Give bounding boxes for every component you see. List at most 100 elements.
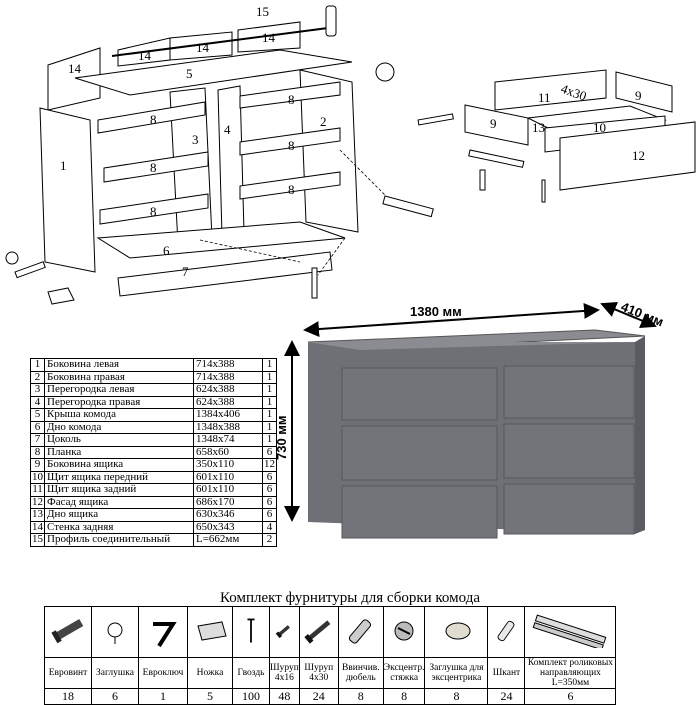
kit-label: Заглушка [91,657,139,689]
panel-top [74,49,353,96]
label-3: 3 [192,132,199,147]
drawer-label-9a: 9 [635,88,642,103]
drawer-side-right [615,71,673,113]
parts-cell-qty: 1 [262,383,277,397]
parts-cell-size: 1348х388 [193,420,263,434]
kit-icon-cell [232,606,270,658]
parts-cell-name: Боковина левая [44,358,194,372]
drawer-label-11: 11 [538,90,551,105]
kit-qty: 8 [337,688,384,705]
parts-cell-no: 13 [30,508,45,522]
parts-cell-qty: 6 [262,470,277,484]
parts-cell-size: 350х110 [193,458,263,472]
drawer-label-12: 12 [632,148,645,163]
label-6: 6 [163,243,170,258]
parts-cell-no: 12 [30,495,45,509]
panel-side-left [39,107,96,273]
parts-cell-size: 630х346 [193,508,263,522]
rail-4 [239,81,341,109]
kit-qty: 8 [424,688,489,705]
drawer-side-left [464,104,529,146]
parts-cell-no: 10 [30,470,45,484]
parts-cell-name: Дно комода [44,420,194,434]
panel-side-right [299,69,359,233]
parts-cell-qty: 1 [262,433,277,447]
parts-cell-size: 650х343 [193,520,263,534]
drawer-guide-icon [468,149,525,168]
parts-cell-qty: 6 [262,495,277,509]
label-8b: 8 [150,160,157,175]
kit-qty: 1 [138,688,188,705]
kit-label: Комплект роликовых направляющих L=350мм [524,657,617,689]
parts-cell-qty: 6 [262,483,277,497]
kit-label: Шуруп 4х30 [298,657,339,689]
kit-icon-cell [382,606,426,658]
partition-right [217,85,245,237]
label-8a: 8 [150,112,157,127]
parts-cell-no: 3 [30,383,45,397]
parts-cell-no: 6 [30,420,45,434]
drawer-back [494,69,607,111]
screw-long-icon [304,619,331,644]
drawer-screw-icon [417,113,454,126]
parts-cell-no: 8 [30,445,45,459]
parts-cell-qty: 4 [262,520,277,534]
nail-icon [247,618,255,643]
parts-cell-qty: 12 [262,458,277,472]
kit-label: Гвоздь [232,657,270,689]
label-2: 2 [320,114,327,129]
leg-icon [197,620,227,641]
parts-cell-qty: 1 [262,358,277,372]
kit-qty: 8 [382,688,426,705]
parts-cell-qty: 6 [262,445,277,459]
parts-cell-size: 658х60 [193,445,263,459]
parts-cell-name: Боковина правая [44,370,194,384]
eurovint-detail-icon [14,261,46,279]
drawer-front-1 [341,367,498,421]
dowel-icon [348,618,371,644]
dresser-side [635,336,645,534]
parts-cell-name: Перегородка левая [44,383,194,397]
parts-cell-no: 11 [30,483,45,497]
dowel-detail-icon [325,5,337,37]
drawer-label-13: 13 [532,120,545,135]
kit-qty: 18 [44,688,92,705]
parts-cell-name: Фасад ящика [44,495,194,509]
rail-2 [103,151,209,183]
kit-qty: 24 [298,688,339,705]
label-5: 5 [186,66,193,81]
drawer-screw2-icon [479,169,486,191]
kit-icon-cell [138,606,188,658]
kit-icon-cell [269,606,300,658]
rail-6 [239,171,341,200]
parts-cell-size: 686х170 [193,495,263,509]
drawer-front-4 [503,423,635,479]
back-panel-3 [169,31,233,61]
parts-cell-no: 2 [30,370,45,384]
kit-icon-cell [424,606,489,658]
wood-dowel-icon [498,620,515,641]
dim-depth-label: 410 мм [619,299,666,330]
parts-cell-no: 4 [30,395,45,409]
cap-icon [107,622,123,644]
parts-cell-qty: 2 [262,533,277,547]
kit-icon-cell [298,606,339,658]
label-4: 4 [224,122,231,137]
kit-qty: 6 [91,688,139,705]
screw-icon [276,624,291,638]
roller-guide-icon [533,613,607,650]
dim-height-label: 730 мм [274,415,289,460]
parts-cell-no: 1 [30,358,45,372]
kit-label: Евроключ [138,657,188,689]
